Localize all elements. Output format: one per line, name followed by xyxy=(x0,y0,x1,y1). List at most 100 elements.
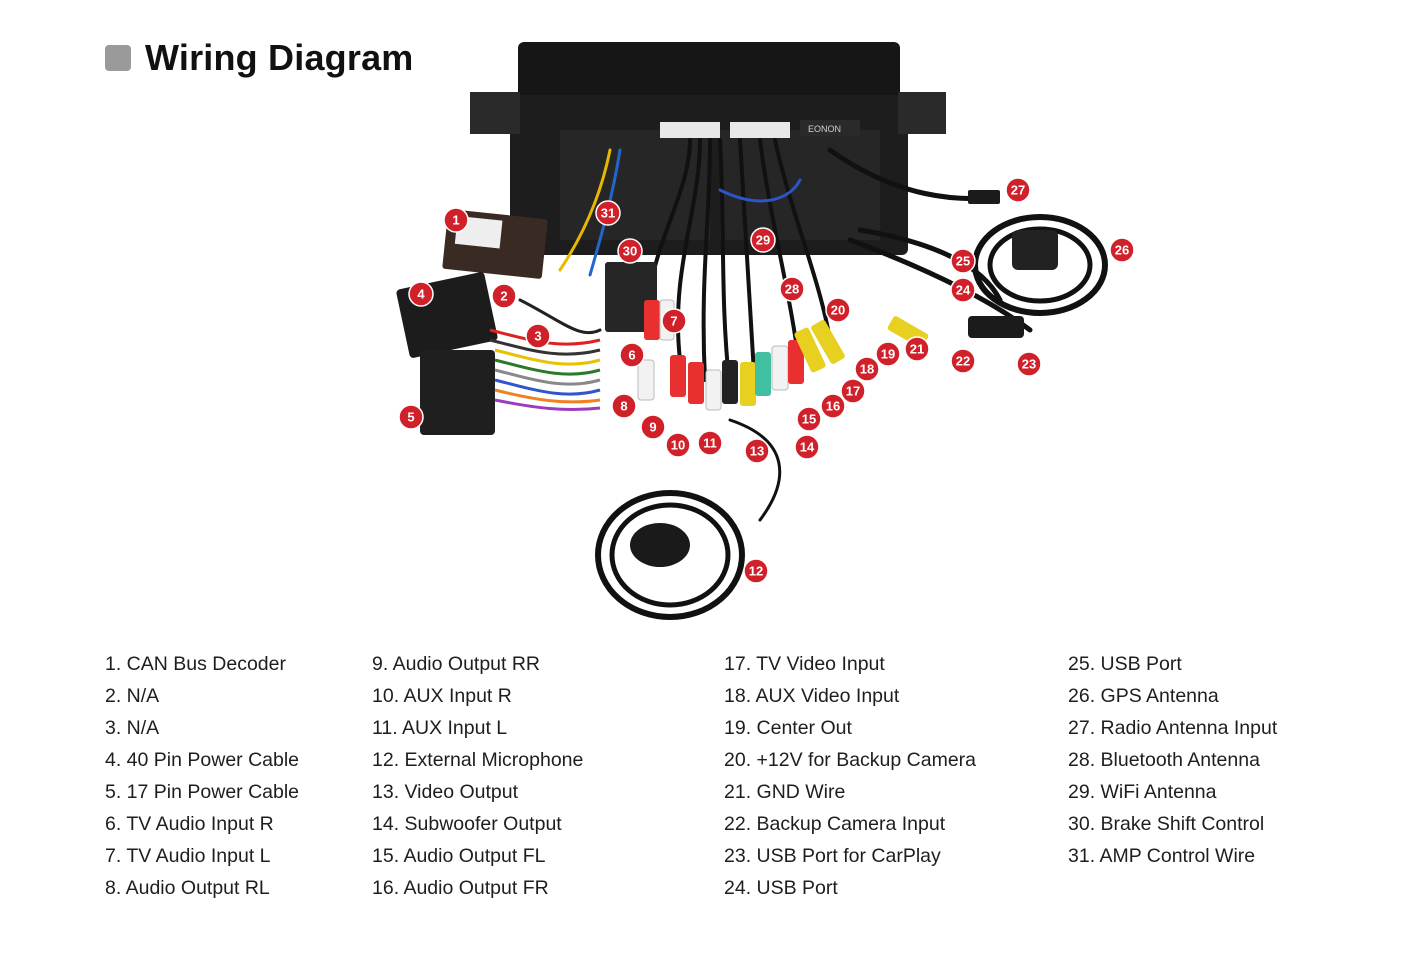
external-microphone xyxy=(595,490,745,620)
badge-2: 2 xyxy=(491,283,517,309)
legend-item: 18. AUX Video Input xyxy=(724,685,900,707)
legend-item: 9. Audio Output RR xyxy=(372,653,541,675)
badge-19: 19 xyxy=(875,341,901,367)
badge-1: 1 xyxy=(443,207,469,233)
legend-item: 14. Subwoofer Output xyxy=(372,813,562,835)
badge-3: 3 xyxy=(525,323,551,349)
legend-item: 16. Audio Output FR xyxy=(372,877,549,899)
legend-item: 1. CAN Bus Decoder xyxy=(105,653,286,675)
badge-label: 14 xyxy=(800,440,815,455)
page-title: Wiring Diagram xyxy=(145,37,414,78)
badge-label: 13 xyxy=(750,444,764,459)
legend-item: 21. GND Wire xyxy=(724,781,846,803)
legend-item: 5. 17 Pin Power Cable xyxy=(105,781,300,803)
badge-9: 9 xyxy=(640,414,666,440)
badge-label: 21 xyxy=(910,342,924,357)
legend-item: 15. Audio Output FL xyxy=(372,845,546,867)
wiring-diagram: EONON xyxy=(396,42,1135,620)
legend-item: 19. Center Out xyxy=(724,717,852,739)
legend-item: 6. TV Audio Input R xyxy=(105,813,274,835)
badge-label: 11 xyxy=(703,436,717,451)
badge-18: 18 xyxy=(854,356,880,382)
legend-item: 4. 40 Pin Power Cable xyxy=(105,749,300,771)
badge-14: 14 xyxy=(794,434,820,460)
badge-label: 2 xyxy=(500,289,507,304)
badge-20: 20 xyxy=(825,297,851,323)
badge-16: 16 xyxy=(820,393,846,419)
badge-label: 25 xyxy=(956,254,970,269)
legend-item: 7. TV Audio Input L xyxy=(105,845,271,867)
badge-label: 31 xyxy=(601,206,615,221)
legend-item: 11. AUX Input L xyxy=(372,717,508,739)
badge-label: 15 xyxy=(802,412,816,427)
legend-item: 25. USB Port xyxy=(1068,653,1182,675)
legend-item: 26. GPS Antenna xyxy=(1068,685,1219,707)
badge-label: 24 xyxy=(956,283,971,298)
badge-8: 8 xyxy=(611,393,637,419)
badge-22: 22 xyxy=(950,348,976,374)
legend-item: 24. USB Port xyxy=(724,877,838,899)
legend-item: 22. Backup Camera Input xyxy=(724,813,946,835)
legend-item: 28. Bluetooth Antenna xyxy=(1068,749,1260,771)
legend-item: 29. WiFi Antenna xyxy=(1068,781,1217,803)
legend: 1. CAN Bus Decoder 2. N/A 3. N/A 4. 40 Pin … xyxy=(0,648,1421,938)
usb-and-antennas xyxy=(968,190,1108,338)
badge-label: 10 xyxy=(671,438,685,453)
badge-label: 19 xyxy=(881,347,895,362)
badge-12: 12 xyxy=(743,558,769,584)
legend-item: 13. Video Output xyxy=(372,781,519,803)
badge-5: 5 xyxy=(398,404,424,430)
badge-label: 6 xyxy=(628,348,635,363)
badge-label: 22 xyxy=(956,354,970,369)
legend-item: 23. USB Port for CarPlay xyxy=(724,845,941,867)
page-header: Wiring Diagram xyxy=(105,36,414,80)
badge-28: 28 xyxy=(779,276,805,302)
badge-label: 18 xyxy=(860,362,874,377)
badge-15: 15 xyxy=(796,406,822,432)
badge-17: 17 xyxy=(840,378,866,404)
badge-label: 5 xyxy=(407,410,414,425)
badge-23: 23 xyxy=(1016,351,1042,377)
badge-25: 25 xyxy=(950,248,976,274)
badge-31: 31 xyxy=(595,200,621,226)
badge-21: 21 xyxy=(904,336,930,362)
badge-label: 29 xyxy=(756,233,770,248)
legend-item: 17. TV Video Input xyxy=(724,653,885,675)
brand-label: EONON xyxy=(808,124,841,134)
legend-column-3: 17. TV Video Input 18. AUX Video Input 19.… xyxy=(724,648,976,904)
legend-item: 31. AMP Control Wire xyxy=(1068,845,1256,867)
badge-label: 23 xyxy=(1022,357,1036,372)
badge-27: 27 xyxy=(1005,177,1031,203)
wiring-illustration: EONON xyxy=(396,42,1135,620)
legend-item: 30. Brake Shift Control xyxy=(1068,813,1265,835)
badge-6: 6 xyxy=(619,342,645,368)
legend-item: 8. Audio Output RL xyxy=(105,877,270,899)
badge-label: 4 xyxy=(417,287,425,302)
badge-label: 9 xyxy=(649,420,656,435)
badge-29: 29 xyxy=(750,227,776,253)
badge-30: 30 xyxy=(617,238,643,264)
header-square-icon xyxy=(105,45,131,71)
badge-label: 16 xyxy=(826,399,840,414)
legend-column-2: 9. Audio Output RR 10. AUX Input R 11. AUX… xyxy=(372,648,583,904)
rca-plugs xyxy=(637,299,929,411)
badge-label: 3 xyxy=(534,329,541,344)
badge-label: 20 xyxy=(831,303,845,318)
badge-label: 7 xyxy=(670,314,677,329)
legend-item: 3. N/A xyxy=(105,717,160,739)
badge-11: 11 xyxy=(697,430,723,456)
badge-label: 28 xyxy=(785,282,799,297)
badge-label: 30 xyxy=(623,244,637,259)
badge-label: 27 xyxy=(1011,183,1025,198)
legend-item: 20. +12V for Backup Camera xyxy=(724,749,977,771)
badge-label: 26 xyxy=(1115,243,1129,258)
legend-item: 2. N/A xyxy=(105,685,160,707)
badge-24: 24 xyxy=(950,277,976,303)
badge-26: 26 xyxy=(1109,237,1135,263)
badge-label: 12 xyxy=(749,564,763,579)
badge-13: 13 xyxy=(744,438,770,464)
badge-4: 4 xyxy=(408,281,434,307)
legend-item: 10. AUX Input R xyxy=(372,685,512,707)
